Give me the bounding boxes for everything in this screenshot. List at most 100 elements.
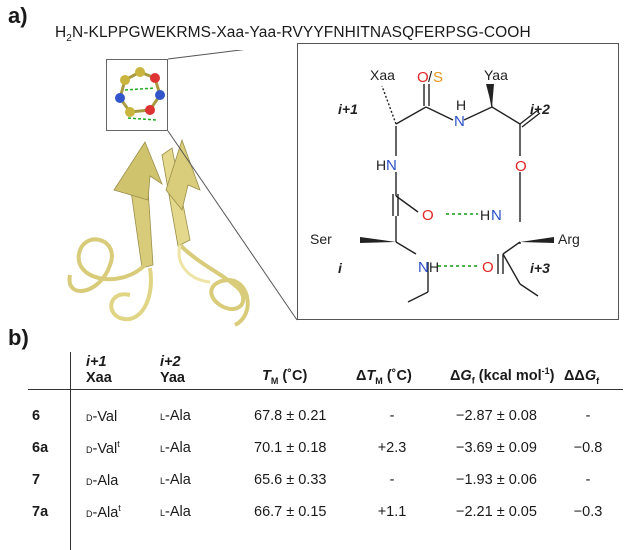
- ser-label: Ser: [310, 231, 332, 247]
- bottom-amide-h: H: [429, 259, 439, 275]
- right-carbonyl-o: O: [515, 158, 527, 175]
- top-sulfur: S: [433, 69, 443, 86]
- turn-ball-and-stick: [115, 67, 165, 121]
- xaa-residue: -Ala: [92, 504, 119, 521]
- bottom-amide-n: N: [418, 259, 429, 276]
- table-row: 7 d-Ala l-Ala 65.6 ± 0.33 - −1.93 ± 0.06…: [28, 464, 618, 496]
- header-yaa-label: Yaa: [160, 370, 185, 386]
- sequence-rest: N-KLPPGWEKRMS-Xaa-Yaa-RVYYFNHITNASQFERPS…: [71, 24, 531, 41]
- sequence-prefix: H: [55, 24, 67, 41]
- zoom-connector-bottom: [167, 130, 298, 321]
- header-tm-unit: (˚C): [282, 368, 308, 385]
- header-ddg-sub: f: [596, 376, 600, 386]
- coil-loop-4: [177, 244, 211, 284]
- pos-i1-label: i+1: [338, 101, 358, 117]
- pos-i3-label: i+3: [530, 260, 550, 276]
- row-yaa: l-Ala: [154, 400, 236, 432]
- header-dg-sup: -1: [541, 366, 550, 377]
- row-dg: −2.21 ± 0.05: [456, 504, 537, 520]
- zoom-connector-top: [167, 50, 245, 60]
- row-dtm: -: [389, 472, 395, 488]
- table-row: 6a d-Valt l-Ala 70.1 ± 0.18 +2.3 −3.69 ±…: [28, 432, 618, 464]
- row-id: 7: [32, 472, 41, 488]
- header-dg: ΔGf (kcal mol-1): [440, 346, 558, 386]
- header-dtm: ΔTM (˚C): [344, 346, 440, 386]
- header-dg-delta: Δ: [450, 368, 461, 385]
- table-row: 7a d-Alat l-Ala 66.7 ± 0.15 +1.1 −2.21 ±…: [28, 496, 618, 528]
- yaa-residue: -Ala: [165, 504, 191, 520]
- header-xaa-label: Xaa: [86, 370, 112, 386]
- yaa-residue: -Ala: [165, 408, 191, 424]
- xaa-prefix: d: [86, 440, 93, 456]
- xaa-label: Xaa: [370, 67, 395, 83]
- row-xaa: d-Ala: [70, 464, 154, 496]
- row-id: 6a: [32, 440, 49, 456]
- xaa-prefix: d: [86, 408, 93, 424]
- header-ddg: ΔΔGf: [558, 346, 618, 386]
- ser-wedge: [360, 237, 396, 243]
- row-xaa: d-Valt: [70, 432, 154, 464]
- panel-b-label: b): [8, 325, 29, 350]
- yaa-residue: -Ala: [165, 440, 191, 456]
- left-amide-n: N: [386, 157, 397, 174]
- mid-amide-h: H: [480, 207, 490, 223]
- coil-loop-2: [109, 267, 153, 322]
- header-pos1: i+1: [86, 354, 107, 370]
- row-yaa: l-Ala: [154, 432, 236, 464]
- header-yaa: i+2 Yaa: [154, 346, 236, 386]
- left-amide-h: H: [376, 157, 386, 173]
- yaa-prefix: l: [160, 440, 166, 455]
- mid-carbonyl-o: O: [422, 207, 434, 224]
- sequence-subscript: 2: [66, 33, 72, 45]
- row-dg: −2.87 ± 0.08: [456, 408, 537, 424]
- xaa-residue: -Val: [92, 440, 118, 457]
- xaa-residue: -Val: [92, 408, 118, 425]
- yaa-residue: -Ala: [165, 472, 191, 488]
- turn-structure-diagram: Xaa i+1 Yaa i+2 O / S H N H N O O H N Se…: [310, 67, 580, 303]
- bottom-carbonyl-o: O: [482, 259, 494, 276]
- row-xaa: d-Alat: [70, 496, 154, 528]
- yaa-prefix: l: [160, 472, 166, 487]
- row-tm: 70.1 ± 0.18: [254, 440, 327, 456]
- row-dtm: -: [389, 408, 395, 424]
- header-dtm-delta: Δ: [356, 368, 367, 385]
- header-tm-sub: M: [270, 376, 279, 386]
- yaa-prefix: l: [160, 504, 166, 519]
- selection-box: [106, 59, 168, 131]
- row-xaa: d-Val: [70, 400, 154, 432]
- protein-ribbon-illustration: [67, 50, 298, 327]
- table-id-divider: [70, 352, 71, 550]
- stability-table: i+1 Xaa i+2 Yaa TM (˚C) ΔTM (˚C) ΔGf (kc…: [28, 346, 618, 528]
- table-header-rule: [28, 389, 623, 390]
- arg-wedge: [520, 237, 554, 243]
- header-ddg-g: G: [584, 368, 597, 385]
- coil-loop-1: [67, 237, 147, 293]
- table-header-row: i+1 Xaa i+2 Yaa TM (˚C) ΔTM (˚C) ΔGf (kc…: [28, 346, 618, 386]
- header-dg-g: G: [460, 368, 472, 385]
- yaa-wedge: [486, 84, 494, 107]
- xaa-prefix: d: [86, 472, 93, 488]
- top-amide-h: H: [456, 97, 466, 113]
- row-ddg: −0.3: [573, 504, 603, 520]
- header-dg-unit: (kcal mol: [478, 368, 542, 385]
- row-id: 7a: [32, 504, 49, 520]
- row-tm: 65.6 ± 0.33: [254, 472, 327, 488]
- xaa-prefix: d: [86, 504, 93, 520]
- peptide-sequence: H2N-KLPPGWEKRMS-Xaa-Yaa-RVYYFNHITNASQFER…: [55, 24, 531, 44]
- arg-label: Arg: [558, 231, 580, 247]
- row-dg: −3.69 ± 0.09: [456, 440, 537, 456]
- panel-a-label: a): [8, 3, 28, 28]
- beta-strand-left-head: [113, 141, 163, 201]
- header-dg-sub: f: [471, 376, 475, 386]
- header-ddg-delta: ΔΔ: [564, 368, 585, 385]
- header-dtm-t: T: [366, 368, 376, 385]
- header-dtm-unit: (˚C): [386, 368, 412, 385]
- coil-loop-3: [178, 243, 250, 327]
- xaa-sup: t: [118, 503, 121, 514]
- header-dtm-sub: M: [375, 376, 383, 386]
- row-yaa: l-Ala: [154, 464, 236, 496]
- row-tm: 66.7 ± 0.15: [254, 504, 327, 520]
- header-tm: TM (˚C): [236, 346, 344, 386]
- xaa-sup: t: [117, 439, 120, 450]
- pos-i-label: i: [338, 260, 343, 276]
